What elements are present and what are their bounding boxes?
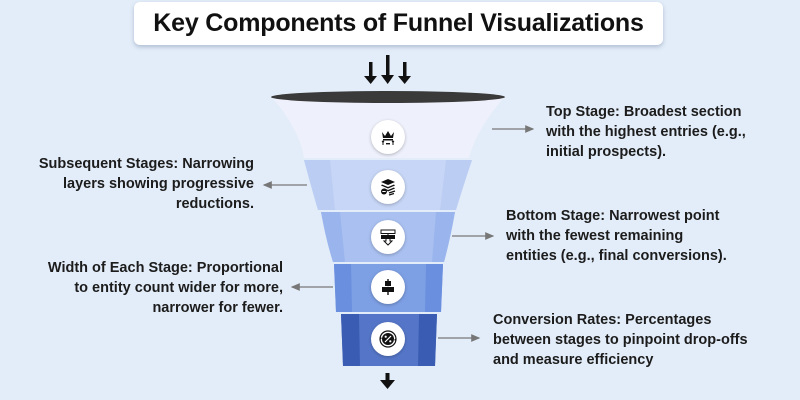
stage-4-icon-disc: [371, 270, 405, 304]
output-arrow-icon: [380, 373, 395, 389]
annotation-subsequent-stages: Subsequent Stages: Narrowing layers show…: [38, 156, 254, 212]
stage-top-icon-disc: [371, 120, 405, 154]
page-title: Key Components of Funnel Visualizations: [153, 9, 644, 37]
stage-3-icon-disc: [371, 220, 405, 254]
crown-icon: [381, 131, 395, 145]
layers-icon: [381, 179, 396, 196]
annotation-top-stage: Top Stage: Broadest section with the hig…: [546, 104, 746, 160]
annotation-width-of-each-stage: Width of Each Stage: Proportional to ent…: [47, 260, 283, 316]
stage-2-icon-disc: [371, 170, 405, 204]
funnel-rim: [271, 91, 505, 103]
title-banner: Key Components of Funnel Visualizations: [134, 2, 663, 45]
filter-down-icon: [380, 229, 396, 246]
align-center-icon: [382, 279, 394, 295]
stage-bottom-icon-disc: [371, 322, 405, 356]
annotation-bottom-stage: Bottom Stage: Narrowest point with the f…: [506, 208, 727, 264]
input-arrows-icon: [364, 55, 411, 84]
annotation-conversion-rates: Conversion Rates: Percentages between st…: [493, 312, 748, 368]
percent-cycle-icon: [379, 330, 397, 348]
